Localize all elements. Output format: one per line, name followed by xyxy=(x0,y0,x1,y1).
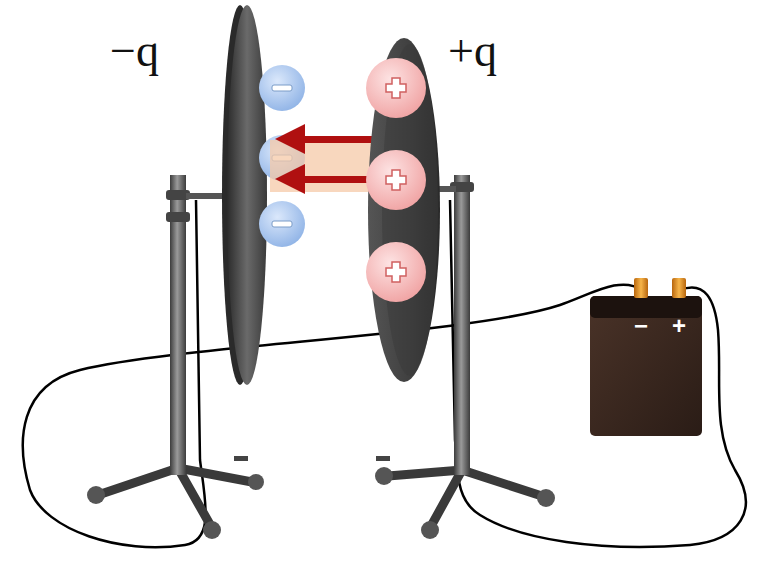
positive-charges xyxy=(366,58,426,302)
positive-wire xyxy=(450,200,746,547)
wire xyxy=(23,200,746,547)
negative-plate xyxy=(222,5,267,385)
charge-label: −q xyxy=(110,28,159,74)
battery xyxy=(590,278,702,436)
terminal-label: − xyxy=(634,314,648,338)
negative-wire xyxy=(23,200,642,547)
terminal-label: + xyxy=(672,314,686,338)
positive-terminal xyxy=(672,278,686,298)
charge-label: +q xyxy=(448,28,497,74)
negative-terminal xyxy=(634,278,648,298)
